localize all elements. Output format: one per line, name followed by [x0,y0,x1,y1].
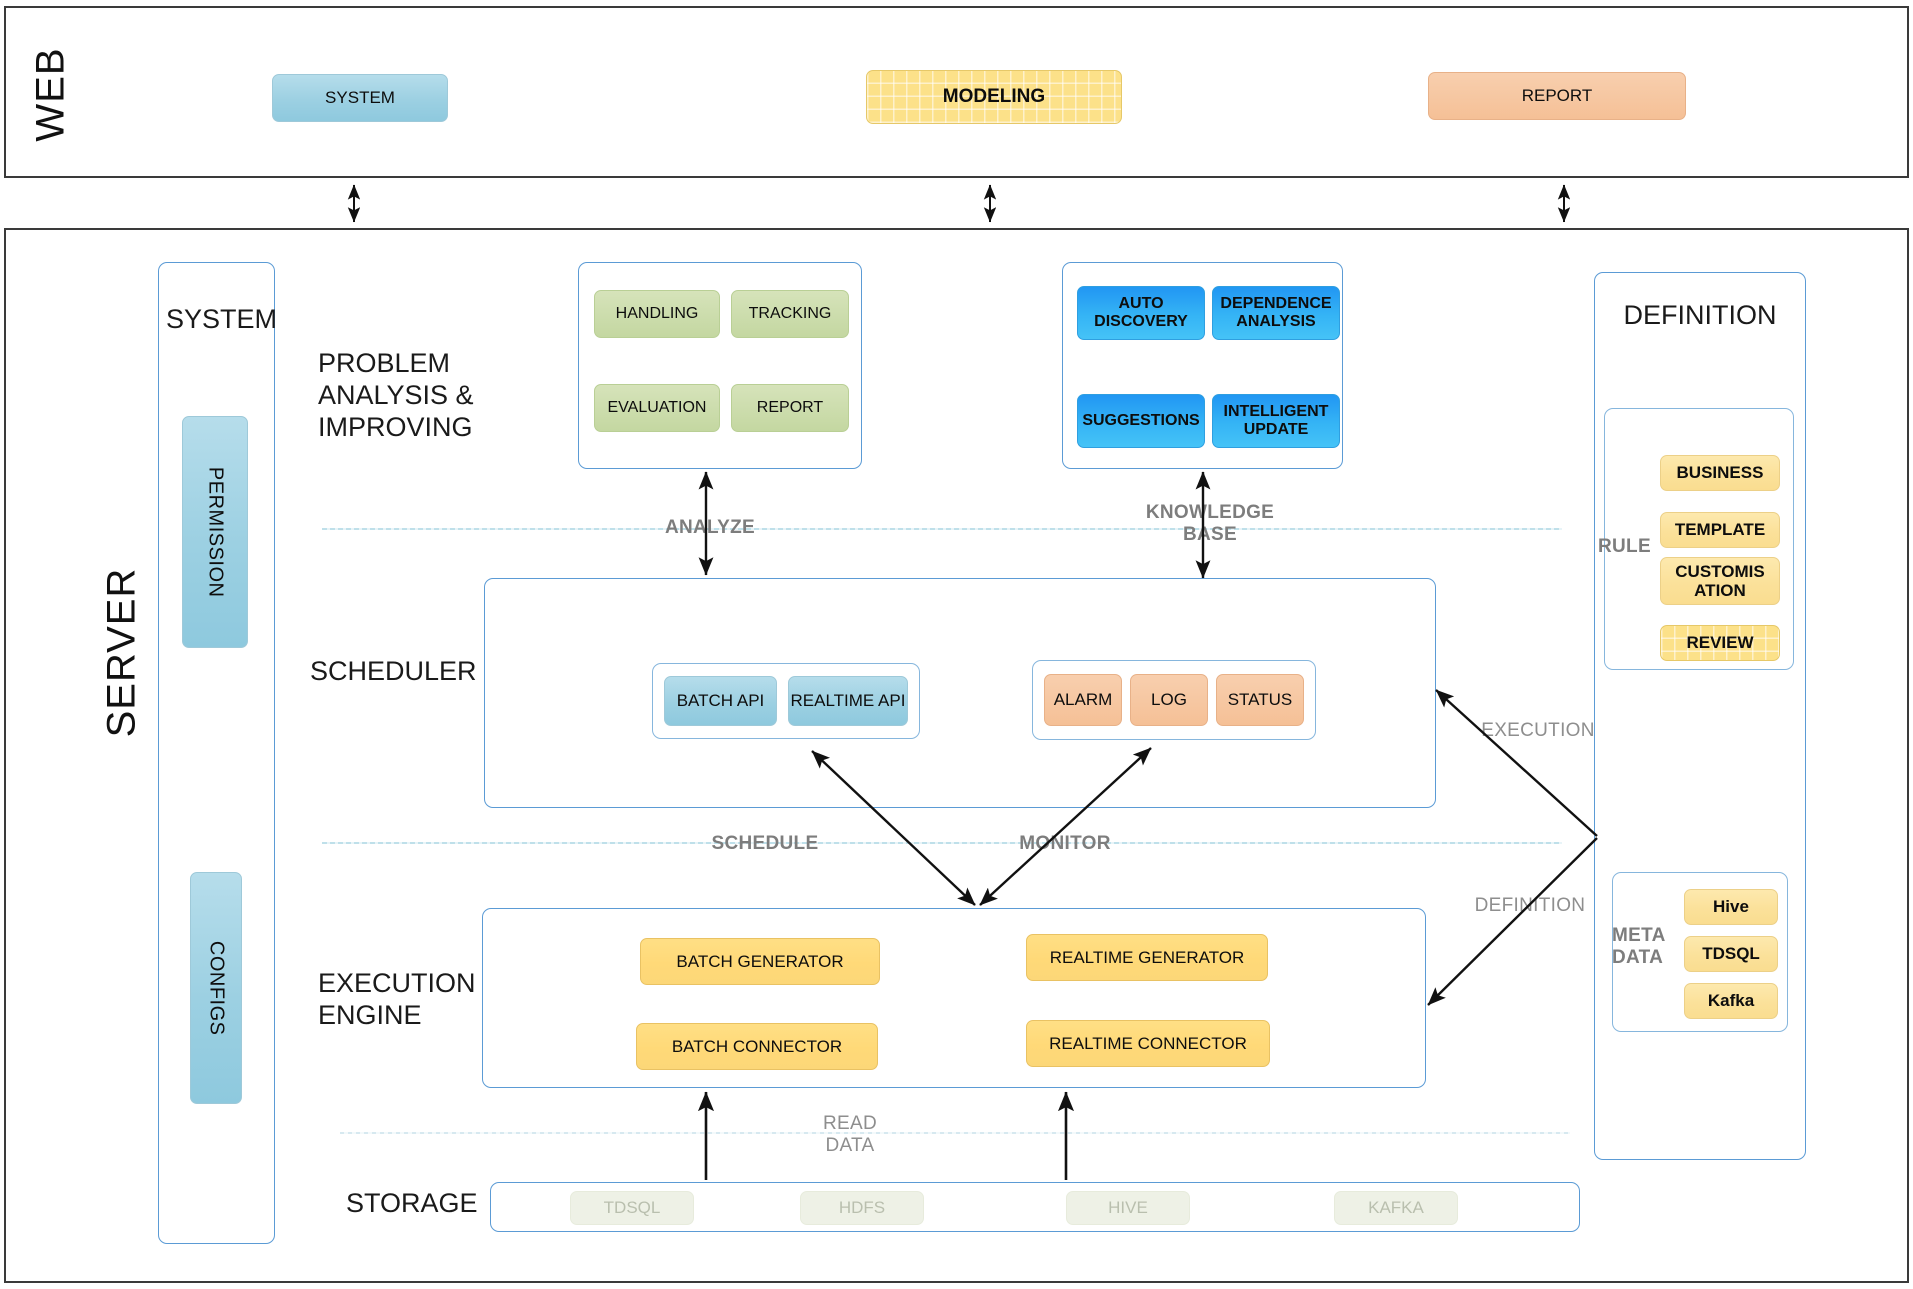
problem-analysis-item-report-label: REPORT [756,399,824,417]
server-layer-label: SERVER [99,567,144,738]
definition-rule-item-customisation[interactable]: CUSTOMIS ATION [1660,557,1780,605]
scheduler-item-realtime-api[interactable]: REALTIME API [788,676,908,726]
knowledge-base-item-auto-discovery-label: AUTO DISCOVERY [1094,295,1188,330]
section-title-scheduler: SCHEDULER [310,656,477,686]
execution-item-batch-generator-label: BATCH GENERATOR [676,951,844,971]
problem-analysis-item-handling[interactable]: HANDLING [594,290,720,338]
knowledge-base-item-auto-discovery[interactable]: AUTO DISCOVERY [1077,286,1205,340]
execution-item-realtime-generator-label: REALTIME GENERATOR [1049,947,1245,967]
system-item-permission-label: PERMISSION [204,466,227,598]
problem-analysis-item-evaluation-label: EVALUATION [607,399,707,417]
scheduler-item-realtime-api-label: REALTIME API [790,691,906,711]
flow-label-monitor: MONITOR [1019,833,1111,854]
definition-metadata-item-hive[interactable]: Hive [1684,889,1778,925]
system-item-configs[interactable]: CONFIGS [190,872,242,1104]
problem-analysis-item-report[interactable]: REPORT [731,384,849,432]
definition-rule-item-business[interactable]: BUSINESS [1660,455,1780,491]
definition-metadata-label: META DATA [1612,925,1666,968]
execution-item-realtime-generator[interactable]: REALTIME GENERATOR [1026,934,1268,981]
web-module-modeling[interactable]: MODELING [866,70,1122,124]
scheduler-item-alarm[interactable]: ALARM [1044,674,1122,726]
storage-item-hive-label: HIVE [1108,1198,1148,1218]
problem-analysis-item-tracking[interactable]: TRACKING [731,290,849,338]
system-item-permission[interactable]: PERMISSION [182,416,248,648]
scheduler-item-log-label: LOG [1151,690,1187,710]
web-module-system-label: SYSTEM [325,88,395,108]
definition-panel-title: DEFINITION [1623,300,1777,330]
definition-metadata-item-kafka-label: Kafka [1707,991,1755,1011]
storage-item-hive[interactable]: HIVE [1066,1191,1190,1225]
flow-label-knowledge-base: KNOWLEDGE BASE [1145,502,1275,545]
problem-analysis-item-evaluation[interactable]: EVALUATION [594,384,720,432]
web-module-modeling-label: MODELING [942,86,1046,108]
definition-rule-item-review[interactable]: REVIEW [1660,625,1780,661]
scheduler-item-log[interactable]: LOG [1130,674,1208,726]
web-layer-label: WEB [28,47,73,142]
definition-rule-item-template-label: TEMPLATE [1674,520,1766,540]
definition-rule-item-review-label: REVIEW [1686,633,1754,653]
knowledge-base-item-suggestions-label: SUGGESTIONS [1082,412,1200,430]
problem-analysis-item-tracking-label: TRACKING [748,305,832,323]
divider-schedule [322,842,1562,844]
scheduler-item-batch-api-label: BATCH API [676,691,765,711]
storage-item-kafka[interactable]: KAFKA [1334,1191,1458,1225]
knowledge-base-item-intelligent-update-label: INTELLIGENT UPDATE [1223,403,1329,438]
storage-item-kafka-label: KAFKA [1368,1198,1424,1218]
definition-rule-label: RULE [1598,536,1651,557]
flow-label-schedule: SCHEDULE [711,833,819,854]
divider-read-data [340,1132,1570,1134]
knowledge-base-item-intelligent-update[interactable]: INTELLIGENT UPDATE [1212,394,1340,448]
storage-item-tdsql-label: TDSQL [603,1198,661,1218]
knowledge-base-item-dependence-analysis-label: DEPENDENCE ANALYSIS [1220,295,1332,330]
web-module-system[interactable]: SYSTEM [272,74,448,122]
definition-rule-item-customisation-label: CUSTOMIS ATION [1675,561,1765,600]
flow-label-execution: EXECUTION [1481,720,1595,741]
problem-analysis-item-handling-label: HANDLING [615,305,699,323]
scheduler-item-batch-api[interactable]: BATCH API [664,676,777,726]
knowledge-base-item-dependence-analysis[interactable]: DEPENDENCE ANALYSIS [1212,286,1340,340]
storage-item-hdfs[interactable]: HDFS [800,1191,924,1225]
section-title-problem-analysis: PROBLEM ANALYSIS & IMPROVING [318,348,474,442]
flow-label-analyze: ANALYZE [664,517,756,538]
definition-rule-item-template[interactable]: TEMPLATE [1660,512,1780,548]
section-title-storage: STORAGE [346,1188,478,1218]
system-item-configs-label: CONFIGS [205,940,228,1036]
flow-label-definition: DEFINITION [1474,895,1586,916]
definition-metadata-item-tdsql[interactable]: TDSQL [1684,936,1778,972]
definition-metadata-item-hive-label: Hive [1713,897,1749,917]
web-module-report-label: REPORT [1521,86,1593,106]
definition-metadata-item-kafka[interactable]: Kafka [1684,983,1778,1019]
execution-item-batch-generator[interactable]: BATCH GENERATOR [640,938,880,985]
definition-rule-item-business-label: BUSINESS [1676,463,1764,483]
execution-item-batch-connector[interactable]: BATCH CONNECTOR [636,1023,878,1070]
divider-analyze [322,528,1562,530]
execution-item-realtime-connector-label: REALTIME CONNECTOR [1049,1033,1247,1053]
knowledge-base-item-suggestions[interactable]: SUGGESTIONS [1077,394,1205,448]
execution-item-batch-connector-label: BATCH CONNECTOR [671,1036,843,1056]
execution-item-realtime-connector[interactable]: REALTIME CONNECTOR [1026,1020,1270,1067]
web-module-report[interactable]: REPORT [1428,72,1686,120]
system-panel-title: SYSTEM [166,304,278,334]
definition-metadata-item-tdsql-label: TDSQL [1702,944,1760,964]
scheduler-item-status[interactable]: STATUS [1216,674,1304,726]
flow-label-read-data: READ DATA [823,1113,877,1156]
scheduler-item-status-label: STATUS [1227,690,1293,710]
execution-engine-group [482,908,1426,1088]
section-title-execution-engine: EXECUTION ENGINE [318,968,476,1030]
storage-item-tdsql[interactable]: TDSQL [570,1191,694,1225]
storage-item-hdfs-label: HDFS [838,1198,886,1218]
scheduler-item-alarm-label: ALARM [1053,690,1113,710]
